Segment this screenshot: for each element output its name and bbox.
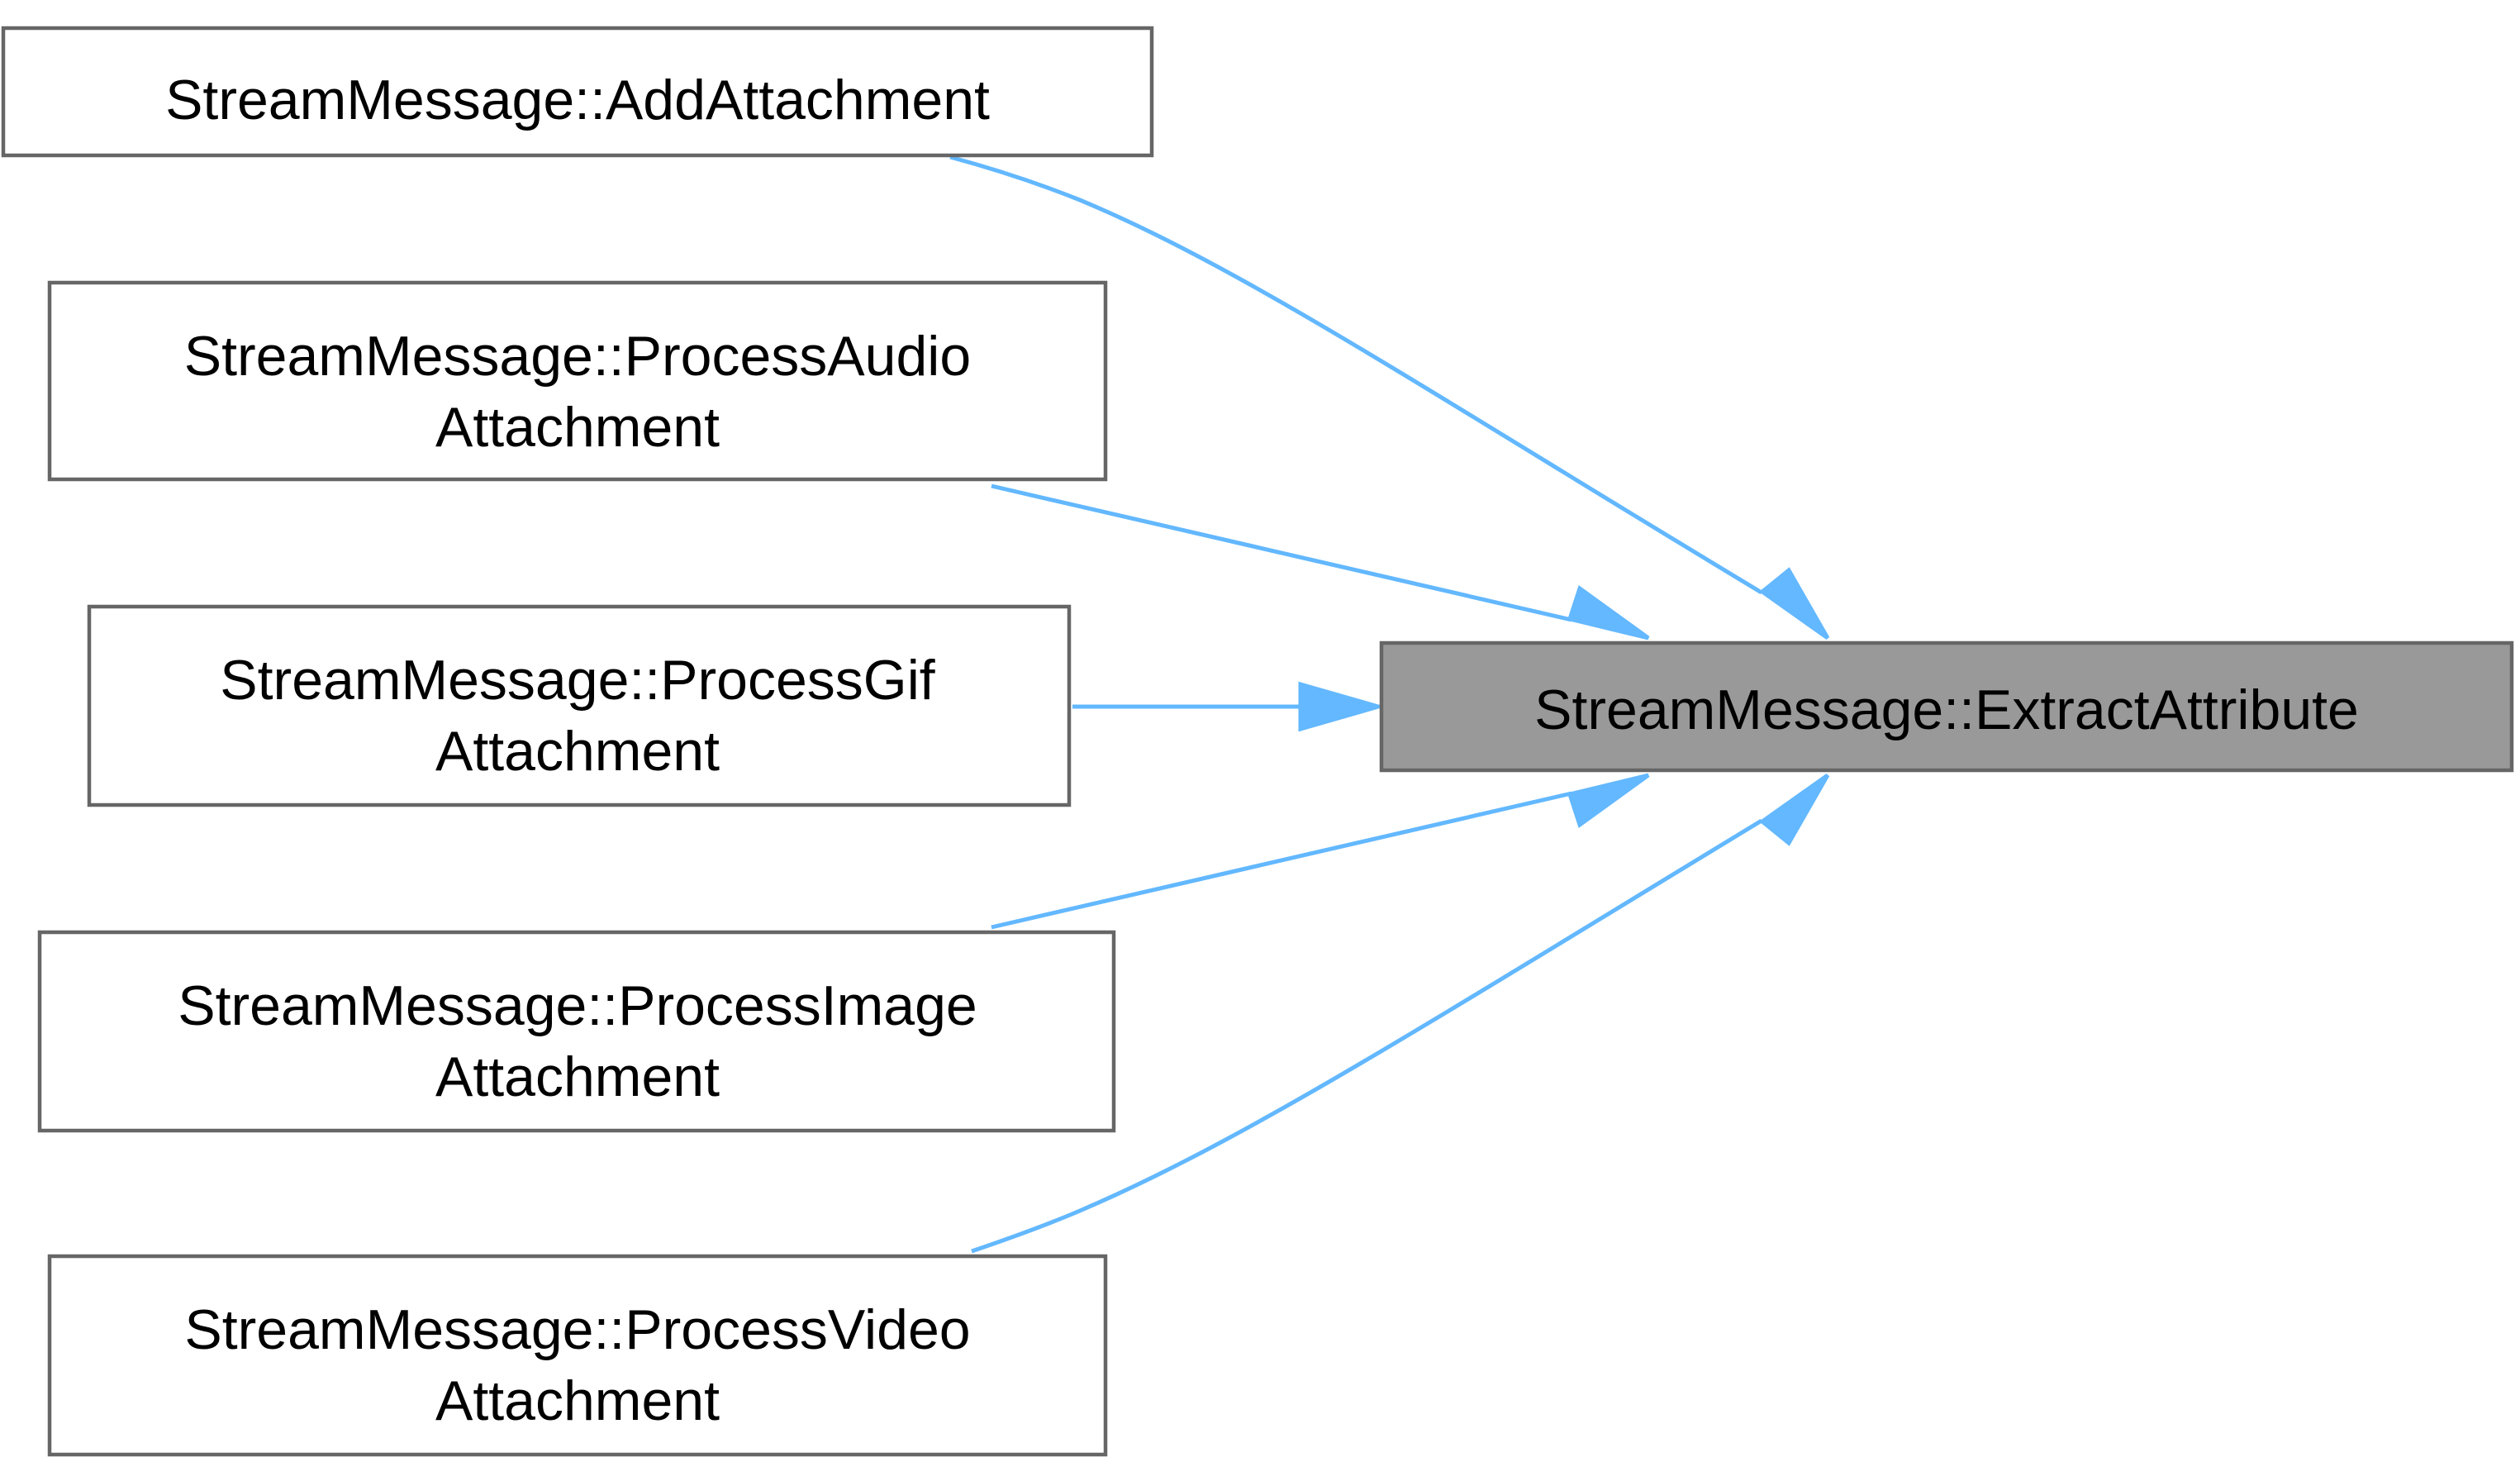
- node-process-image-attachment-box: [37, 930, 1116, 1133]
- edge-video-arrowhead: [1758, 773, 1830, 846]
- node-process-video-attachment-label-line2: Attachment: [435, 1369, 720, 1432]
- edges: [949, 155, 1830, 1254]
- node-add-attachment-label: StreamMessage::AddAttachment: [165, 69, 990, 131]
- node-add-attachment-box: [1, 26, 1154, 158]
- edge-add-arrowhead: [1758, 567, 1830, 640]
- node-process-audio-attachment-box: [47, 280, 1108, 482]
- node-process-video-attachment[interactable]: StreamMessage::ProcessVideo Attachment: [47, 1254, 1108, 1457]
- edge-image-arrowhead: [1567, 773, 1650, 829]
- edge-audio-arrowhead: [1567, 584, 1650, 640]
- node-process-gif-attachment-box: [87, 604, 1072, 807]
- node-process-image-attachment-label-line2: Attachment: [435, 1045, 720, 1108]
- node-process-gif-attachment-label-line1: StreamMessage::ProcessGif: [220, 649, 935, 712]
- node-process-image-attachment[interactable]: StreamMessage::ProcessImage Attachment: [37, 930, 1116, 1133]
- node-add-attachment[interactable]: StreamMessage::AddAttachment: [1, 26, 1154, 158]
- node-extract-attribute-box: [1379, 640, 2514, 773]
- node-process-audio-attachment-label-line2: Attachment: [435, 396, 720, 459]
- node-extract-attribute[interactable]: StreamMessage::ExtractAttribute: [1379, 640, 2514, 773]
- edge-image-to-extract: [991, 791, 1572, 930]
- node-process-audio-attachment[interactable]: StreamMessage::ProcessAudio Attachment: [47, 280, 1108, 482]
- node-process-video-attachment-box: [47, 1254, 1108, 1457]
- edge-gif-arrowhead: [1298, 681, 1386, 732]
- node-process-image-attachment-label-line1: StreamMessage::ProcessImage: [178, 974, 977, 1037]
- node-process-audio-attachment-label-line1: StreamMessage::ProcessAudio: [184, 325, 971, 388]
- node-process-gif-attachment-label-line2: Attachment: [435, 720, 720, 783]
- node-process-video-attachment-label-line1: StreamMessage::ProcessVideo: [184, 1298, 970, 1361]
- edge-add-to-extract: [949, 155, 1763, 595]
- node-extract-attribute-label: StreamMessage::ExtractAttribute: [1534, 679, 2359, 741]
- edge-audio-to-extract: [991, 483, 1572, 622]
- node-process-gif-attachment[interactable]: StreamMessage::ProcessGif Attachment: [87, 604, 1072, 807]
- edge-video-to-extract: [971, 818, 1763, 1254]
